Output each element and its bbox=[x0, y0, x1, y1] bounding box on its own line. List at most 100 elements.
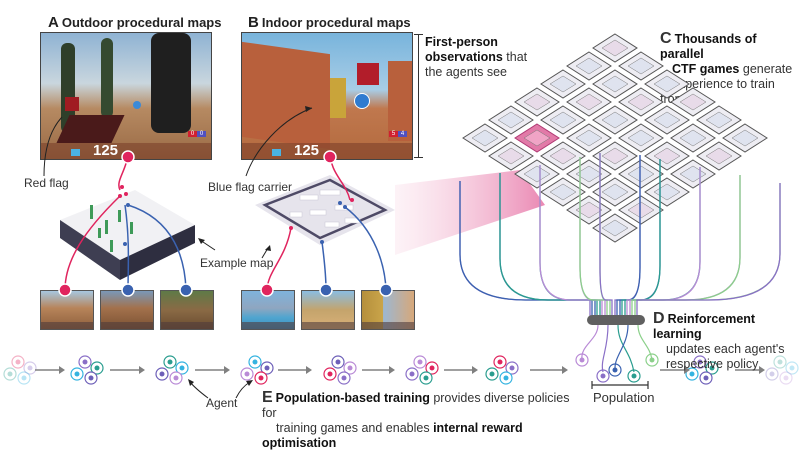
agent-core bbox=[600, 373, 606, 379]
maze-layout bbox=[575, 129, 603, 147]
arrow-head-icon bbox=[759, 366, 765, 374]
maze-layout bbox=[679, 93, 707, 111]
maze-layout bbox=[653, 75, 681, 93]
maze-layout bbox=[523, 129, 551, 147]
agent-callout: Agent bbox=[206, 396, 238, 410]
maze-layout bbox=[601, 219, 629, 237]
agent-core bbox=[777, 359, 783, 365]
agent-core bbox=[497, 359, 503, 365]
agent-icon bbox=[773, 355, 787, 369]
panel-b-title: Indoor procedural maps bbox=[261, 15, 411, 30]
agent-core bbox=[631, 373, 637, 379]
outdoor-thumbnail-3 bbox=[160, 290, 214, 330]
agent-core bbox=[409, 371, 415, 377]
maze-layout bbox=[627, 165, 655, 183]
caption-bold: Population-based training bbox=[275, 391, 430, 405]
agent-core bbox=[74, 371, 80, 377]
maze-layout bbox=[549, 183, 577, 201]
blue-team-score: 0 bbox=[197, 131, 206, 137]
experience-wire bbox=[579, 157, 608, 316]
experience-wire bbox=[599, 153, 613, 316]
agent-core bbox=[159, 371, 165, 377]
agent-core bbox=[509, 365, 515, 371]
agent-core bbox=[697, 359, 703, 365]
caption-bold: First-person bbox=[425, 35, 498, 49]
indoor-example-map bbox=[255, 175, 395, 245]
agent-core bbox=[709, 365, 715, 371]
caption-bold: Thousands of parallel bbox=[660, 32, 757, 61]
maze-layout bbox=[575, 93, 603, 111]
population-timeline bbox=[3, 353, 799, 385]
agent-core bbox=[252, 359, 258, 365]
caption-bold: CTF games bbox=[672, 62, 740, 76]
red-team-score: 0 bbox=[188, 131, 197, 137]
red-agent-marker bbox=[323, 150, 337, 164]
agent-core bbox=[264, 365, 270, 371]
maze-layout bbox=[627, 129, 655, 147]
first-person-caption: First-person observations that the agent… bbox=[425, 35, 555, 80]
agent-core bbox=[341, 375, 347, 381]
maze-layout bbox=[497, 147, 525, 165]
rl-connection-wires bbox=[459, 153, 781, 316]
agent-core bbox=[489, 371, 495, 377]
maze-layout bbox=[601, 111, 629, 129]
agent-core bbox=[21, 375, 27, 381]
caption-bold: observations bbox=[425, 50, 503, 64]
experience-wire bbox=[499, 173, 598, 316]
arrow-head-icon bbox=[306, 366, 312, 374]
agent-core bbox=[94, 365, 100, 371]
agent-core bbox=[429, 365, 435, 371]
maze-layout bbox=[523, 93, 551, 111]
indoor-thumbnail-3 bbox=[361, 290, 415, 330]
agent-core bbox=[88, 375, 94, 381]
indoor-thumbnail-1 bbox=[241, 290, 295, 330]
panel-letter: A bbox=[48, 14, 59, 31]
parallel-games-grid bbox=[462, 33, 768, 243]
blue-team-score: 4 bbox=[398, 131, 407, 137]
agent-core bbox=[689, 371, 695, 377]
agent-core bbox=[503, 375, 509, 381]
maze-layout bbox=[549, 75, 577, 93]
red-team-score: 5 bbox=[389, 131, 398, 137]
diagram-canvas bbox=[3, 33, 799, 399]
agent-core bbox=[82, 359, 88, 365]
panel-letter: E bbox=[262, 389, 273, 406]
maze-layout bbox=[575, 57, 603, 75]
red-flag-icon bbox=[65, 97, 79, 111]
agent-core bbox=[789, 365, 795, 371]
caption-text: updates each agent's bbox=[666, 342, 785, 356]
agent-icon bbox=[779, 371, 793, 385]
arrow-head-icon bbox=[684, 366, 690, 374]
panel-letter: B bbox=[248, 14, 259, 31]
zoom-projection-beam bbox=[395, 170, 545, 255]
tree-trunk-shape bbox=[151, 33, 191, 133]
hud-health-score: 125 bbox=[294, 142, 320, 159]
caption-text: the agents see bbox=[425, 65, 508, 79]
caption-text: respective policy bbox=[666, 357, 759, 371]
arrow-head-icon bbox=[224, 366, 230, 374]
caption-text: that bbox=[502, 50, 528, 64]
experience-wire bbox=[634, 183, 781, 316]
hud-health-score: 125 bbox=[93, 142, 119, 159]
indoor-thumbnail-2 bbox=[301, 290, 355, 330]
maze-layout bbox=[549, 147, 577, 165]
red-flag-callout: Red flag bbox=[24, 176, 69, 190]
maze-layout bbox=[523, 165, 551, 183]
agent-icon bbox=[11, 355, 25, 369]
panel-letter: C bbox=[660, 30, 672, 47]
maze-layout bbox=[731, 129, 759, 147]
maze-layout bbox=[705, 111, 733, 129]
blue-flag-carrier-callout: Blue flag carrier bbox=[208, 180, 293, 194]
agent-core bbox=[783, 375, 789, 381]
agent-core bbox=[258, 375, 264, 381]
maze-layout bbox=[627, 93, 655, 111]
agent-core bbox=[173, 375, 179, 381]
panel-a-title: Outdoor procedural maps bbox=[61, 15, 222, 30]
arrow-head-icon bbox=[389, 366, 395, 374]
caption-text: provides diverse policies for bbox=[262, 391, 570, 420]
